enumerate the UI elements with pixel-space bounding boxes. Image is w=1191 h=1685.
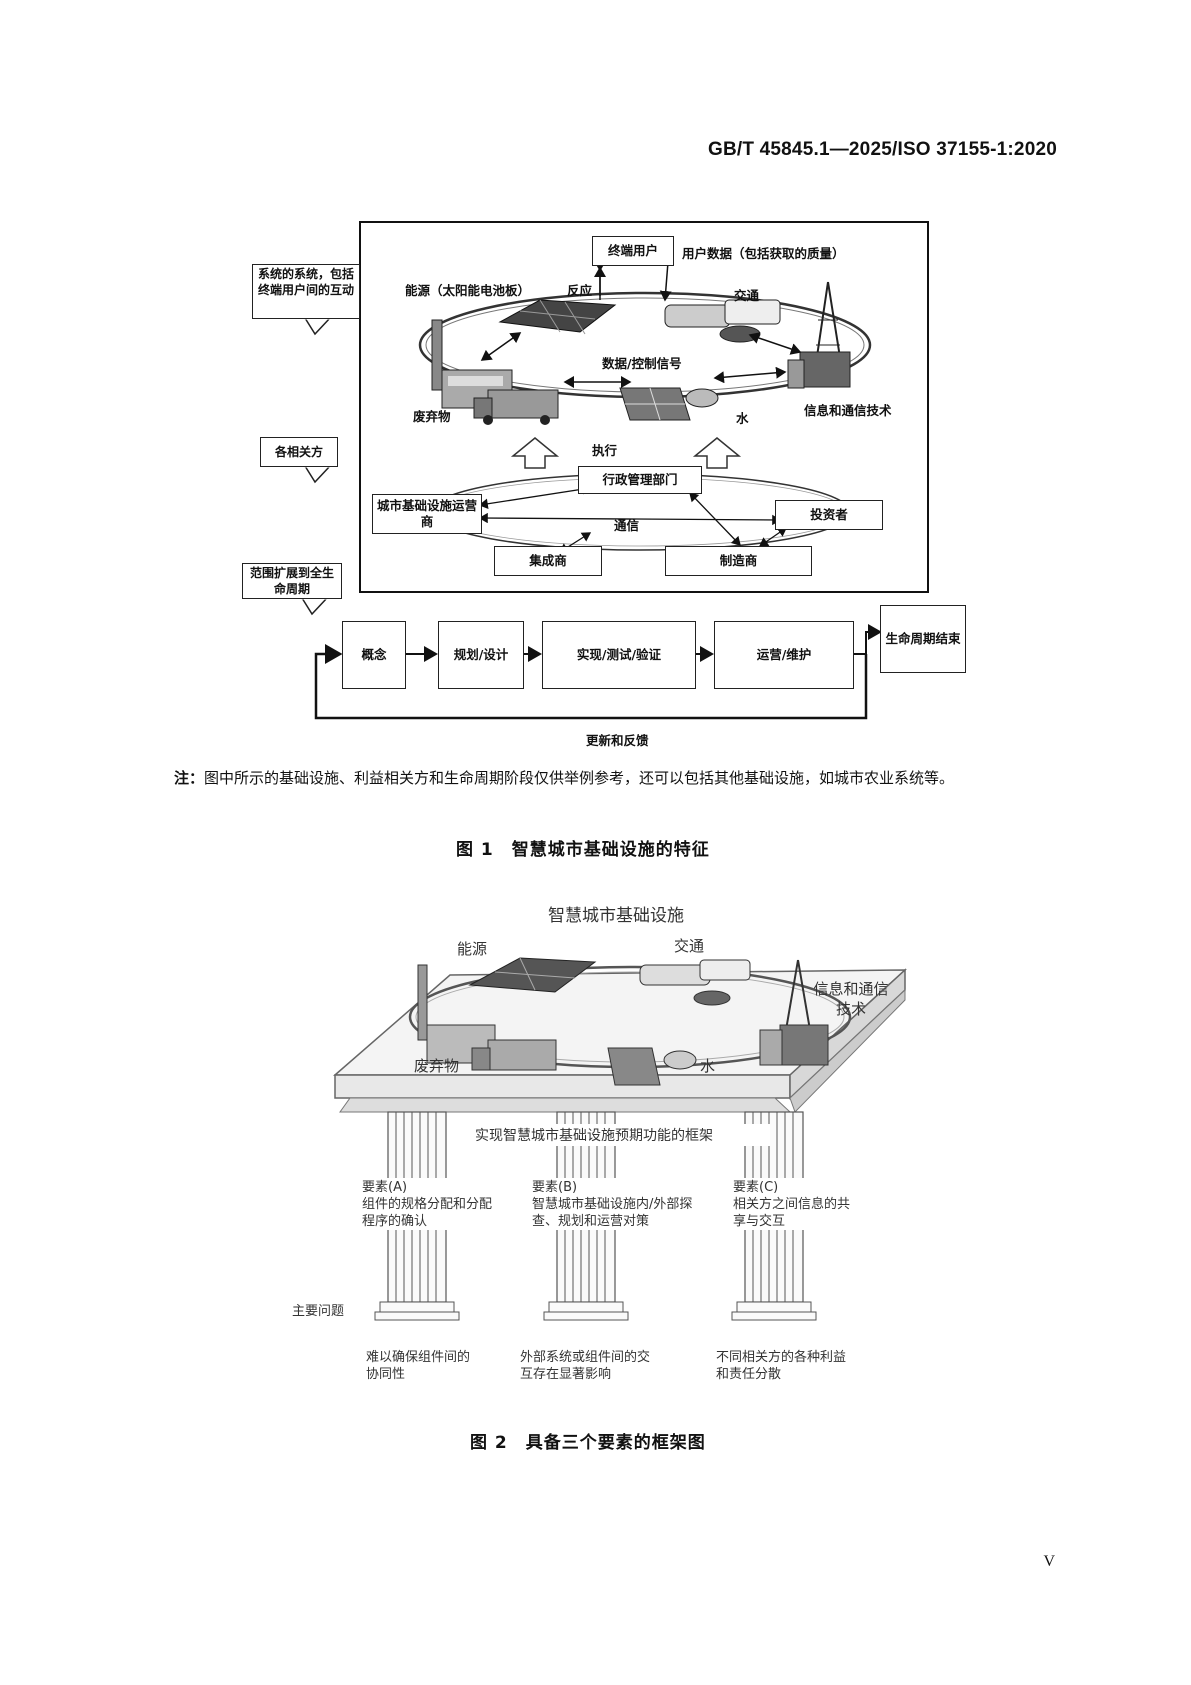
f2-title: 智慧城市基础设施 bbox=[548, 906, 684, 926]
lifecycle-planning: 规划/设计 bbox=[438, 621, 524, 689]
label-response: 反应 bbox=[567, 283, 593, 298]
figure1-caption: 图 1 智慧城市基础设施的特征 bbox=[456, 840, 710, 860]
investor-box: 投资者 bbox=[775, 500, 883, 530]
figure1-graphics bbox=[300, 221, 929, 720]
figure2-graphics bbox=[332, 957, 907, 1321]
label-feedback: 更新和反馈 bbox=[586, 733, 649, 748]
lifecycle-operate: 运营/维护 bbox=[714, 621, 854, 689]
f2-element-b: 要素(B) 智慧城市基础设施内/外部探查、规划和运营对策 bbox=[532, 1180, 693, 1229]
f2-label-traffic: 交通 bbox=[674, 937, 705, 955]
telecom-tower-icon bbox=[787, 281, 851, 389]
label-ict: 信息和通信技术 bbox=[804, 403, 892, 418]
figure1-frame bbox=[359, 221, 929, 593]
f2-label-ict: 信息和通信技术 bbox=[813, 980, 889, 1018]
f2-solar-icon bbox=[468, 957, 597, 993]
page-number: V bbox=[1043, 1553, 1055, 1570]
vehicles-icon bbox=[664, 299, 781, 343]
water-facility-icon bbox=[619, 387, 719, 421]
f2-main-issues: 主要问题 bbox=[292, 1304, 345, 1319]
f2-issue-b: 外部系统或组件间的交互存在显著影响 bbox=[520, 1350, 651, 1382]
manufacturer-box: 制造商 bbox=[665, 546, 812, 576]
label-execute: 执行 bbox=[592, 443, 618, 458]
f2-issue-a: 难以确保组件间的协同性 bbox=[366, 1350, 471, 1382]
label-data-signal: 数据/控制信号 bbox=[602, 356, 682, 371]
f2-element-a: 要素(A) 组件的规格分配和分配程序的确认 bbox=[362, 1180, 493, 1229]
document-id: GB/T 45845.1—2025/ISO 37155-1:2020 bbox=[707, 139, 1057, 160]
garbage-truck-icon bbox=[473, 389, 559, 425]
note-key: 注： bbox=[174, 769, 205, 787]
lifecycle-implement: 实现/测试/验证 bbox=[542, 621, 696, 689]
f2-truck-icon bbox=[471, 1039, 557, 1071]
figure2-caption: 图 2 具备三个要素的框架图 bbox=[470, 1433, 706, 1453]
lifecycle-end: 生命周期结束 bbox=[880, 605, 966, 673]
figure1-note: 注：图中所示的基础设施、利益相关方和生命周期阶段仅供举例参考，还可以包括其他基础… bbox=[174, 765, 1054, 792]
execute-arrow-right bbox=[692, 437, 742, 469]
f2-vehicles-icon bbox=[639, 959, 751, 1006]
label-traffic: 交通 bbox=[734, 288, 760, 303]
label-user-data: 用户数据（包括获取的质量） bbox=[682, 246, 845, 261]
label-water: 水 bbox=[736, 411, 749, 426]
f2-label-water: 水 bbox=[700, 1057, 716, 1075]
callout-stakeholders: 各相关方 bbox=[260, 437, 338, 467]
integrator-box: 集成商 bbox=[494, 546, 602, 576]
platform-front bbox=[334, 1074, 791, 1099]
note-text: 图中所示的基础设施、利益相关方和生命周期阶段仅供举例参考，还可以包括其他基础设施… bbox=[204, 769, 955, 787]
f2-tower-icon bbox=[759, 959, 829, 1066]
f2-framework: 实现智慧城市基础设施预期功能的框架 bbox=[475, 1128, 713, 1144]
admin-box: 行政管理部门 bbox=[578, 466, 702, 494]
f2-water-icon bbox=[607, 1047, 697, 1086]
label-energy: 能源（太阳能电池板） bbox=[405, 283, 531, 298]
label-communication: 通信 bbox=[614, 518, 640, 533]
callout-system-of-systems: 系统的系统，包括终端用户间的互动 bbox=[252, 264, 360, 319]
solar-panel-icon bbox=[498, 299, 617, 335]
f2-element-c: 要素(C) 相关方之间信息的共享与交互 bbox=[733, 1180, 851, 1229]
f2-label-waste: 废弃物 bbox=[414, 1057, 460, 1075]
f2-issue-c: 不同相关方的各种利益和责任分散 bbox=[716, 1350, 847, 1382]
feedback-loop bbox=[314, 644, 868, 720]
execute-arrow-left bbox=[510, 437, 560, 469]
operator-box: 城市基础设施运营商 bbox=[372, 494, 482, 534]
lifecycle-concept: 概念 bbox=[342, 621, 406, 689]
end-user-box: 终端用户 bbox=[592, 236, 674, 266]
f2-label-energy: 能源 bbox=[457, 940, 488, 958]
callout-lifecycle: 范围扩展到全生命周期 bbox=[242, 563, 342, 599]
label-waste: 废弃物 bbox=[413, 409, 451, 424]
